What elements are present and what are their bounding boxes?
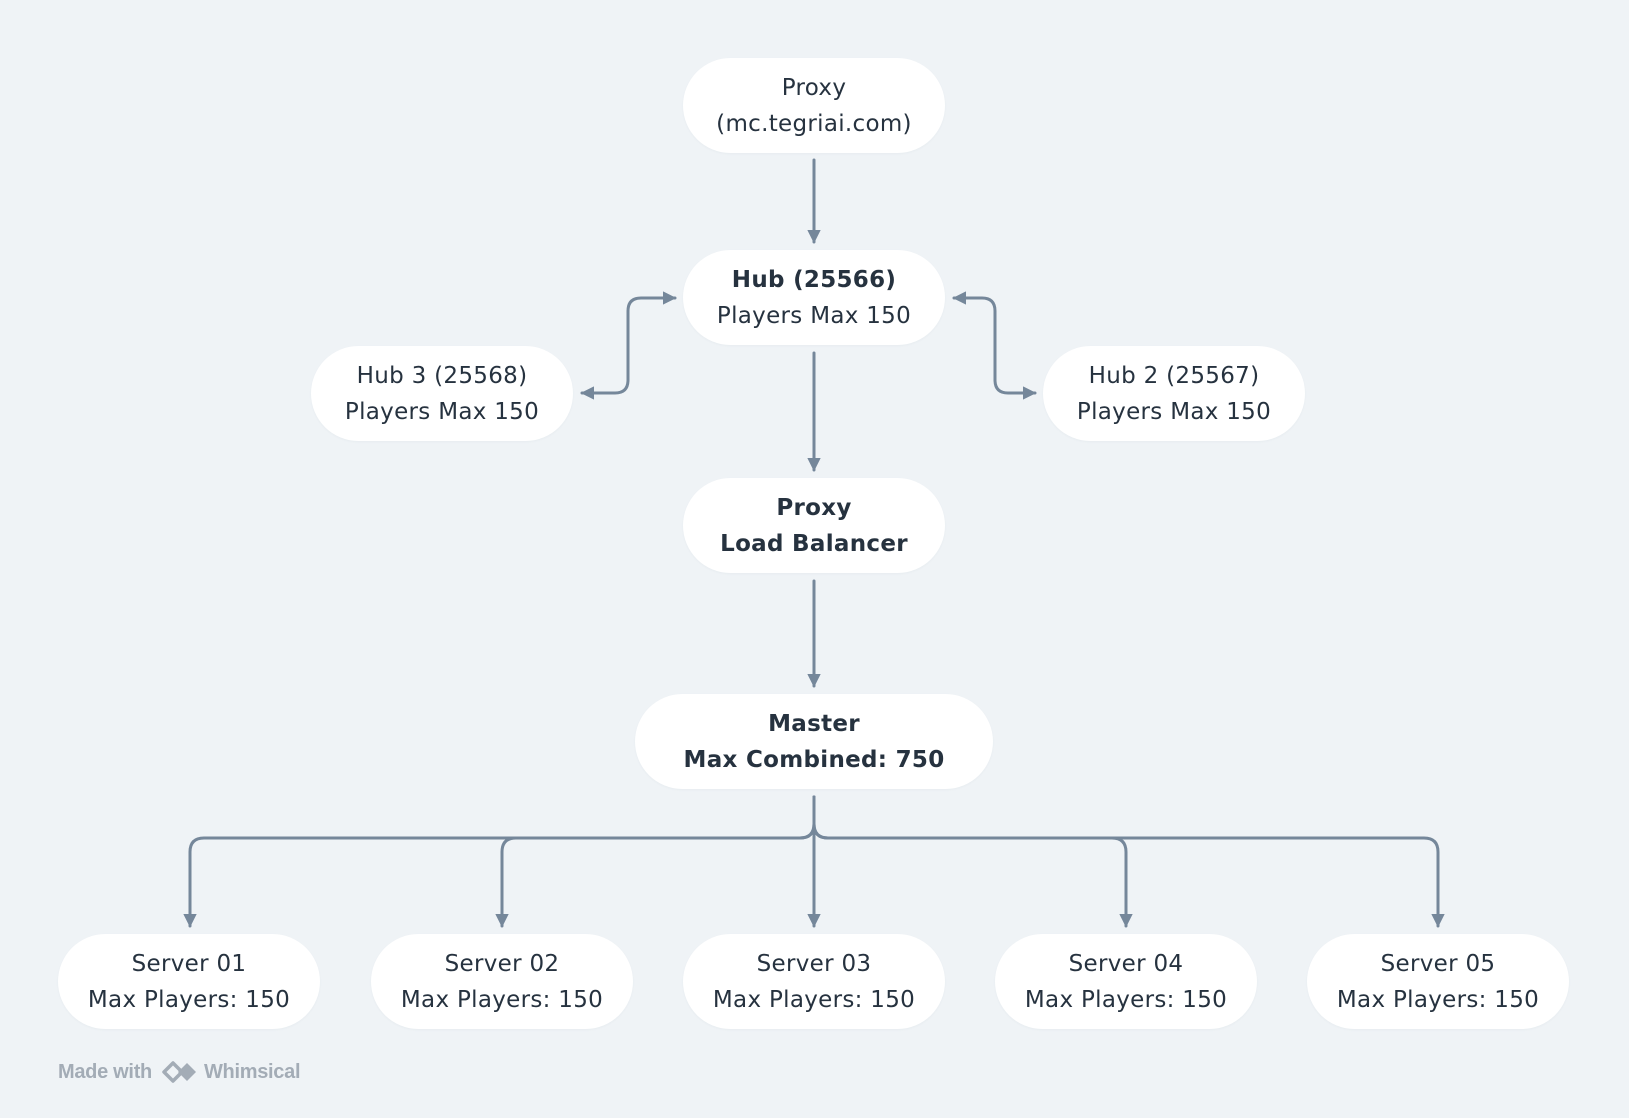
made-with-text: Made with [58,1060,152,1083]
node-label: Server 05 [1380,950,1496,977]
node-label: Proxy [776,494,852,521]
node-sublabel: Max Players: 150 [400,986,604,1013]
connector-master-to-server-5 [812,795,1445,928]
node-label: Server 04 [1068,950,1184,977]
node-server-05[interactable]: Server 05 Max Players: 150 [1307,934,1569,1029]
node-label: Hub 2 (25567) [1088,362,1260,389]
node-sublabel: Load Balancer [720,530,908,557]
node-sublabel: (mc.tegriai.com) [716,110,912,137]
node-sublabel: Max Players: 150 [712,986,916,1013]
node-label: Proxy [781,74,847,101]
node-sublabel: Max Players: 150 [1024,986,1228,1013]
connector-master-to-server-4 [812,795,1133,928]
node-label: Server 01 [131,950,247,977]
node-label: Master [768,710,860,737]
connector-hub-hub2 [952,291,1037,400]
node-sublabel: Players Max 150 [344,398,540,425]
node-sublabel: Players Max 150 [1076,398,1272,425]
node-server-03[interactable]: Server 03 Max Players: 150 [683,934,945,1029]
node-label: Server 02 [444,950,560,977]
node-sublabel: Max Players: 150 [87,986,291,1013]
node-sublabel: Players Max 150 [716,302,912,329]
node-sublabel: Max Players: 150 [1336,986,1540,1013]
node-label: Hub (25566) [731,266,897,293]
node-server-02[interactable]: Server 02 Max Players: 150 [371,934,633,1029]
node-label: Hub 3 (25568) [356,362,528,389]
node-sublabel: Max Combined: 750 [683,746,945,773]
node-proxy-load-balancer[interactable]: Proxy Load Balancer [683,478,945,573]
connector-master-to-server-2 [495,795,816,928]
whimsical-logo-icon [162,1061,196,1083]
node-label: Server 03 [756,950,872,977]
node-hub-2[interactable]: Hub 2 (25567) Players Max 150 [1043,346,1305,441]
whimsical-brand: Whimsical [203,1060,301,1083]
node-hub-3[interactable]: Hub 3 (25568) Players Max 150 [311,346,573,441]
made-with-whimsical[interactable]: Made with Whimsical [58,1058,301,1086]
node-master[interactable]: Master Max Combined: 750 [635,694,993,789]
connector-hub-hub3 [580,291,677,400]
node-hub-main[interactable]: Hub (25566) Players Max 150 [683,250,945,345]
node-server-04[interactable]: Server 04 Max Players: 150 [995,934,1257,1029]
node-server-01[interactable]: Server 01 Max Players: 150 [58,934,320,1029]
node-proxy-top[interactable]: Proxy (mc.tegriai.com) [683,58,945,153]
